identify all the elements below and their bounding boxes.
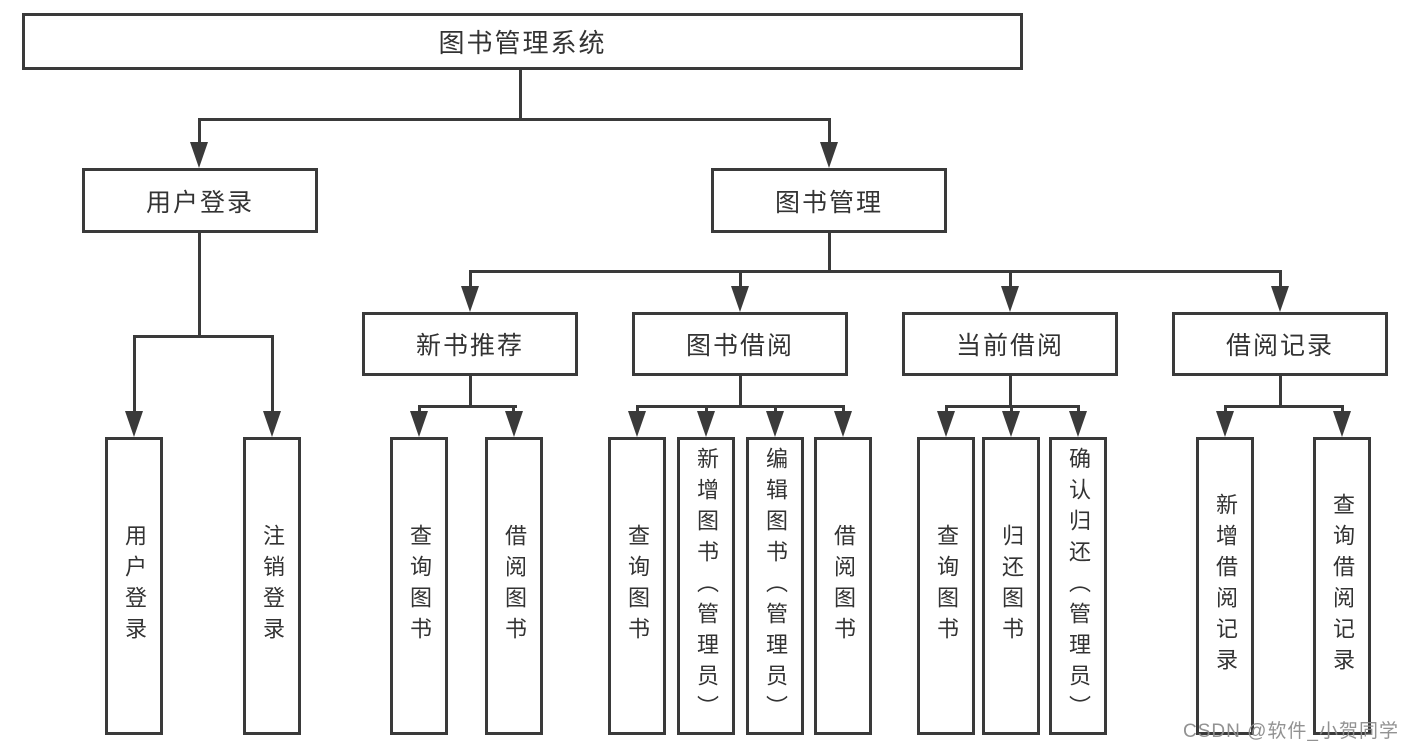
arrow-down-icon: [1216, 411, 1234, 437]
node-label: 图书借阅: [685, 332, 794, 360]
connector-line: [1077, 405, 1080, 414]
node-label: 新书推荐: [415, 332, 524, 360]
arrow-down-icon: [125, 411, 143, 437]
arrow-down-icon: [1271, 286, 1289, 312]
connector-line: [636, 405, 639, 414]
arrow-down-icon: [410, 411, 428, 437]
node-label: 借阅图书: [831, 524, 856, 648]
node-label: 借阅图书: [502, 524, 527, 648]
leaf-bb-query-books: 查询图书: [608, 437, 666, 735]
connector-line: [739, 376, 742, 407]
connector-line: [828, 233, 831, 272]
node-label: 查询借阅记录: [1330, 493, 1355, 679]
connector-line: [945, 405, 948, 414]
arrow-down-icon: [1333, 411, 1351, 437]
connector-line: [1009, 376, 1012, 407]
connector-line: [1009, 270, 1012, 288]
node-label: 注销登录: [260, 524, 285, 648]
connector-line: [271, 335, 274, 413]
arrow-down-icon: [820, 142, 838, 168]
leaf-bb-borrow-books: 借阅图书: [814, 437, 872, 735]
leaf-cb-return-books: 归还图书: [982, 437, 1040, 735]
connector-line: [418, 405, 517, 408]
node-book-management: 图书管理: [711, 168, 947, 233]
node-label: 借阅记录: [1225, 332, 1334, 360]
leaf-user-login: 用户登录: [105, 437, 163, 735]
connector-line: [705, 405, 708, 414]
connector-line: [469, 376, 472, 407]
connector-line: [828, 118, 831, 144]
connector-line: [519, 69, 522, 119]
connector-line: [1279, 376, 1282, 407]
node-label: 确认归还（管理员）: [1066, 446, 1091, 726]
connector-line: [133, 335, 274, 338]
leaf-bb-add-book-admin: 新增图书（管理员）: [677, 437, 735, 735]
node-book-borrowing: 图书借阅: [632, 312, 848, 376]
node-label: 图书管理: [774, 188, 883, 217]
node-user-login: 用户登录: [82, 168, 318, 233]
connector-line: [1224, 405, 1344, 408]
connector-line: [739, 270, 742, 288]
arrow-down-icon: [731, 286, 749, 312]
connector-line: [198, 233, 201, 336]
connector-line: [512, 405, 515, 414]
node-new-book-recommendation: 新书推荐: [362, 312, 578, 376]
node-label: 用户登录: [122, 524, 147, 648]
arrow-down-icon: [263, 411, 281, 437]
node-label: 用户登录: [145, 188, 254, 217]
arrow-down-icon: [1001, 286, 1019, 312]
connector-line: [469, 270, 1282, 273]
node-label: 新增借阅记录: [1213, 493, 1238, 679]
node-label: 查询图书: [934, 524, 959, 648]
node-library-management-system: 图书管理系统: [22, 13, 1023, 70]
node-label: 图书管理系统: [438, 28, 607, 58]
leaf-bb-edit-book-admin: 编辑图书（管理员）: [746, 437, 804, 735]
node-label: 当前借阅: [955, 332, 1064, 360]
arrow-down-icon: [834, 411, 852, 437]
leaf-cb-query-books: 查询图书: [917, 437, 975, 735]
connector-line: [133, 335, 136, 413]
leaf-rec-borrow-books: 借阅图书: [485, 437, 543, 735]
connector-line: [1341, 405, 1344, 414]
connector-line: [1010, 405, 1013, 414]
arrow-down-icon: [1069, 411, 1087, 437]
connector-line: [842, 405, 845, 414]
node-label: 新增图书（管理员）: [694, 446, 719, 726]
watermark-csdn: CSDN @软件_小贺同学: [1183, 721, 1399, 742]
connector-line: [198, 118, 831, 121]
node-label: 归还图书: [999, 524, 1024, 648]
connector-line: [1279, 270, 1282, 288]
leaf-br-add-borrow-record: 新增借阅记录: [1196, 437, 1254, 735]
node-borrowing-records: 借阅记录: [1172, 312, 1388, 376]
arrow-down-icon: [505, 411, 523, 437]
node-label: 编辑图书（管理员）: [763, 446, 788, 726]
arrow-down-icon: [461, 286, 479, 312]
connector-line: [198, 118, 201, 144]
node-label: 查询图书: [625, 524, 650, 648]
leaf-br-query-borrow-record: 查询借阅记录: [1313, 437, 1371, 735]
node-current-borrowing: 当前借阅: [902, 312, 1118, 376]
arrow-down-icon: [628, 411, 646, 437]
leaf-cb-confirm-return-admin: 确认归还（管理员）: [1049, 437, 1107, 735]
arrow-down-icon: [766, 411, 784, 437]
leaf-rec-query-books: 查询图书: [390, 437, 448, 735]
arrow-down-icon: [937, 411, 955, 437]
connector-line: [1224, 405, 1227, 414]
connector-line: [418, 405, 421, 414]
arrow-down-icon: [1002, 411, 1020, 437]
arrow-down-icon: [697, 411, 715, 437]
node-label: 查询图书: [407, 524, 432, 648]
arrow-down-icon: [190, 142, 208, 168]
connector-line: [636, 405, 845, 408]
connector-line: [469, 270, 472, 288]
leaf-logout: 注销登录: [243, 437, 301, 735]
connector-line: [774, 405, 777, 414]
